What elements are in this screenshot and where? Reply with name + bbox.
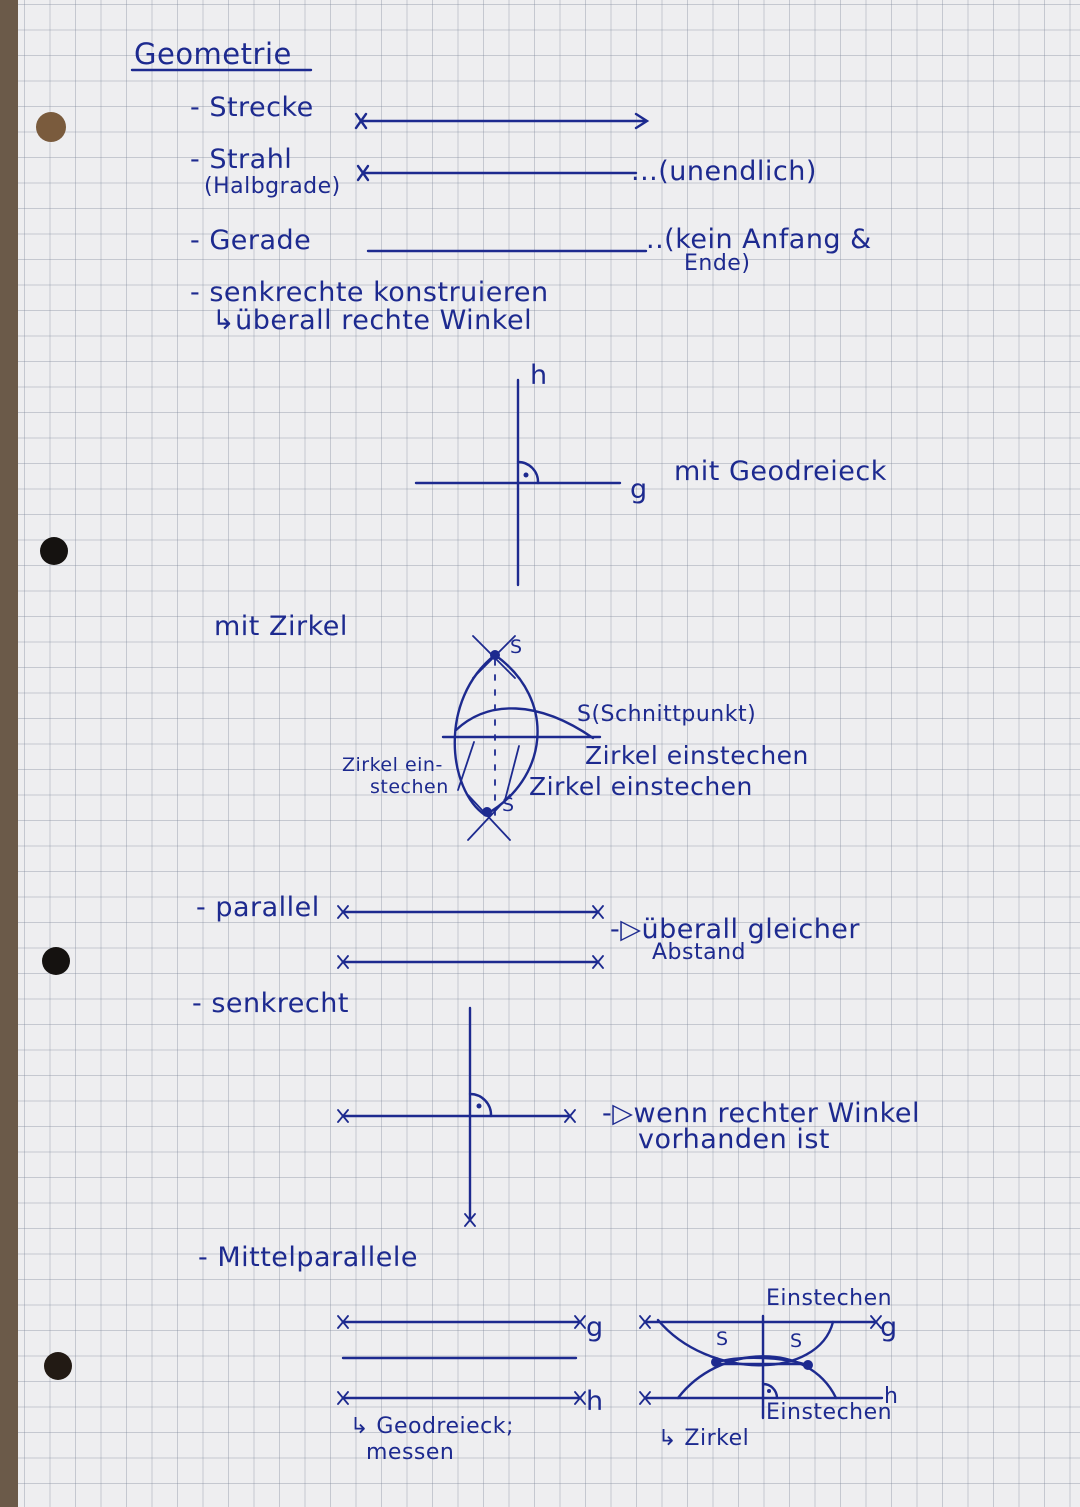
- zirkel-bottom-cross: [467, 794, 511, 841]
- label-g: g: [630, 474, 648, 505]
- label-parallel: - parallel: [196, 892, 320, 923]
- page-title: Geometrie: [134, 37, 292, 71]
- zirkel-pointer-left: [457, 741, 475, 791]
- note-rechte-winkel: ↳überall rechte Winkel: [212, 305, 533, 336]
- label-senkrecht: - senkrecht: [192, 988, 349, 1019]
- label-senkrechte-konstruieren: - senkrechte konstruieren: [190, 277, 549, 308]
- mp-right-label-g: g: [880, 1312, 898, 1343]
- mp2-arc-top: [656, 1318, 835, 1367]
- note-gleicher-abstand-2: Abstand: [652, 940, 746, 965]
- label-zirkel-einstechen-left-2: stechen: [370, 776, 449, 798]
- punch-hole: [42, 947, 70, 975]
- note-rechter-winkel-1: -▷wenn rechter Winkel: [602, 1098, 920, 1129]
- label-halbgerade: (Halbgrade): [204, 174, 341, 199]
- intersection-bottom: [482, 807, 492, 817]
- mp-einstechen-top: Einstechen: [766, 1286, 893, 1311]
- mp-note-messen: messen: [366, 1440, 455, 1465]
- mp2-right-angle: [761, 1382, 779, 1400]
- strecke-end-arrow: [634, 112, 650, 130]
- geometry-sketches: [130, 68, 884, 1420]
- note-kein-anfang: ..(kein Anfang &: [646, 224, 872, 255]
- label-s-bottom: S: [502, 794, 515, 816]
- right-angle-mark: [516, 460, 540, 485]
- mp-label-s-right: S: [790, 1330, 803, 1352]
- label-zirkel-einstechen-left-1: Zirkel ein-: [342, 754, 443, 776]
- punch-hole: [44, 1352, 72, 1380]
- right-angle-dot: [523, 472, 529, 478]
- label-s-top: S: [510, 636, 523, 658]
- strecke-start-cross: [354, 112, 368, 130]
- parallel-cross: [337, 905, 604, 969]
- mp-right-label-h: h: [884, 1384, 899, 1409]
- senkrecht-dot: [476, 1103, 482, 1109]
- note-mit-geodreieck: mit Geodreieck: [674, 456, 887, 487]
- mp2-intersection-right: [803, 1360, 813, 1370]
- label-mittelparallele: - Mittelparallele: [198, 1242, 418, 1273]
- label-strecke: - Strecke: [190, 92, 314, 123]
- note-gleicher-abstand-1: -▷überall gleicher: [610, 914, 861, 945]
- mp2-arc-bottom: [676, 1355, 838, 1400]
- label-h: h: [530, 360, 548, 391]
- zirkel-pointer-right: [504, 745, 520, 801]
- note-unendlich: ...(unendlich): [631, 156, 817, 187]
- mp2-angle-dot: [767, 1389, 771, 1393]
- senkrecht-crosses: [337, 1109, 576, 1227]
- heading-mit-zirkel: mit Zirkel: [214, 611, 348, 642]
- label-strahl: - Strahl: [190, 144, 293, 175]
- notebook-page: Geometrie - Strecke - Strahl (Halbgrade)…: [18, 0, 1080, 1507]
- mp-label-g: g: [586, 1312, 604, 1343]
- note-zirkel-einstechen-1: Zirkel einstechen: [585, 741, 809, 770]
- punch-hole: [40, 537, 68, 565]
- intersection-top: [490, 650, 500, 660]
- note-rechter-winkel-2: vorhanden ist: [638, 1124, 830, 1155]
- note-ende: Ende): [684, 251, 751, 276]
- mp-note-geodreieck: ↳ Geodreieck;: [350, 1414, 514, 1439]
- arc-horizontal: [454, 707, 595, 740]
- senkrecht-right-angle: [468, 1092, 493, 1118]
- mp-einstechen-bottom: Einstechen: [766, 1400, 893, 1425]
- mp-crosses: [337, 1315, 586, 1405]
- label-gerade: - Gerade: [190, 225, 312, 256]
- mp-label-h: h: [586, 1386, 604, 1417]
- mp2-intersection-left: [711, 1357, 721, 1367]
- mp2-middle-curve: [716, 1356, 810, 1367]
- strahl-start-cross: [356, 164, 370, 182]
- note-schnittpunkt: S(Schnittpunkt): [577, 702, 757, 727]
- note-zirkel-einstechen-2: Zirkel einstechen: [529, 772, 753, 801]
- punch-hole: [36, 112, 66, 142]
- arc-left: [453, 653, 497, 817]
- mp-note-zirkel: ↳ Zirkel: [658, 1426, 750, 1451]
- mp2-crosses: [639, 1315, 882, 1405]
- mp-label-s-left: S: [716, 1328, 729, 1350]
